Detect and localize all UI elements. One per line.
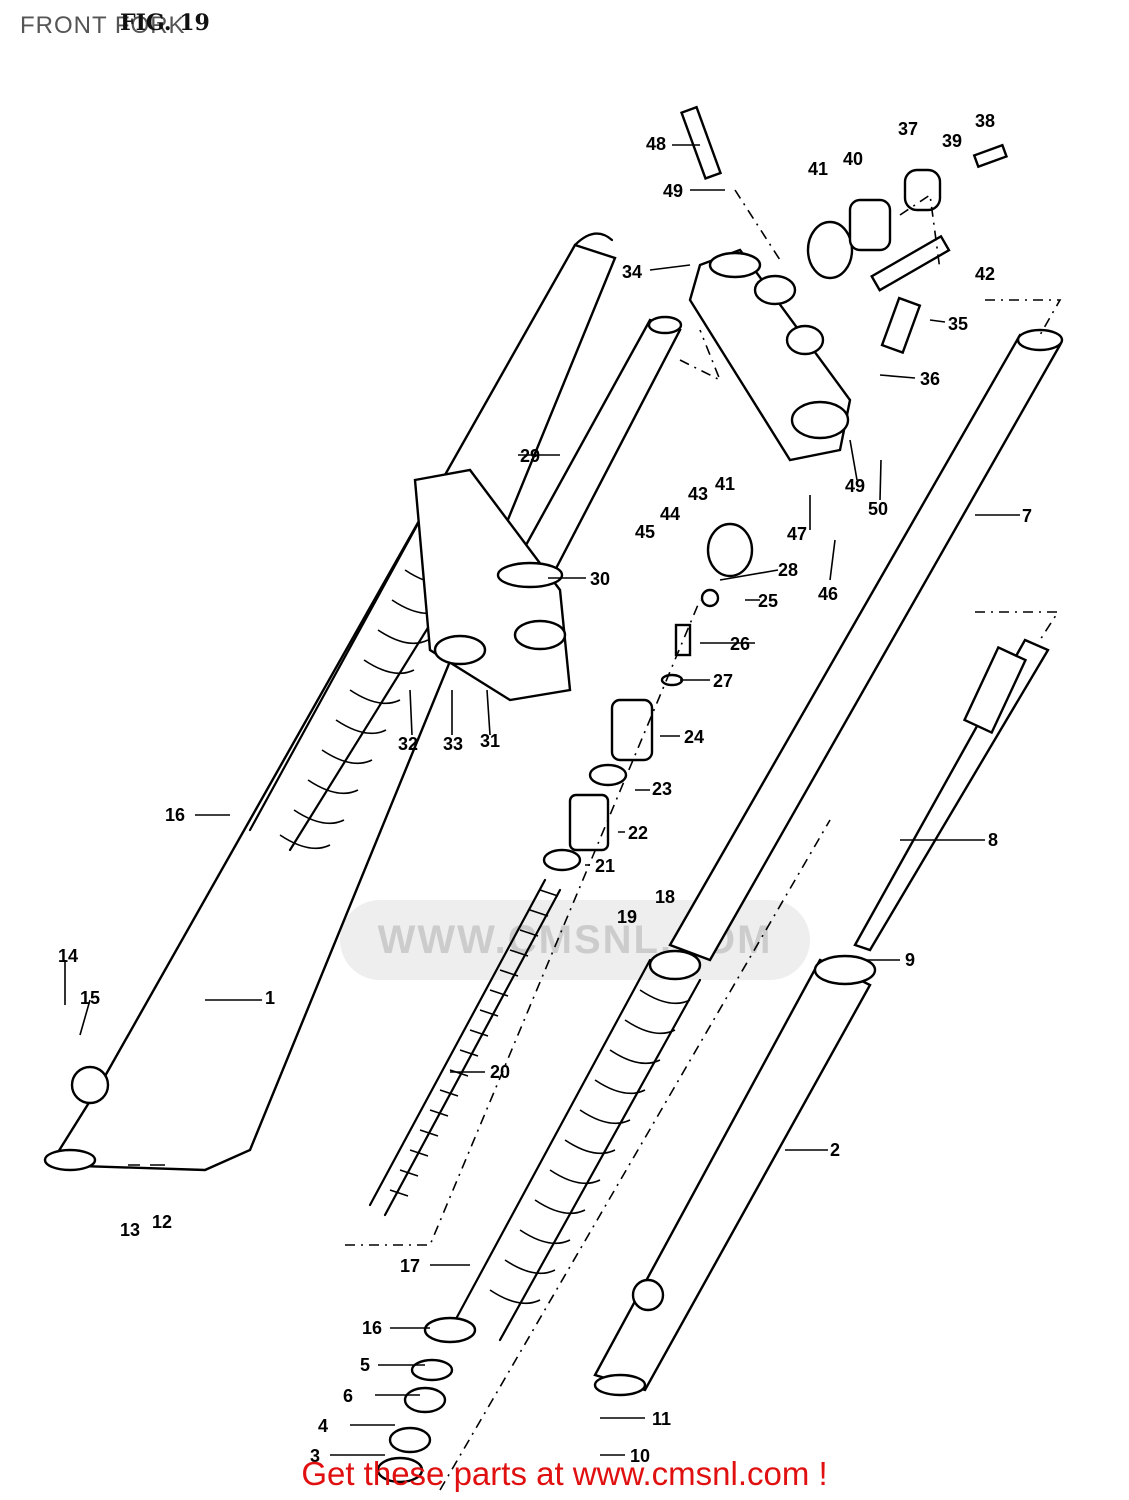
- cap-parts: [542, 522, 754, 872]
- label-34: 34: [622, 262, 642, 282]
- figure-label: FIG. 19: [120, 10, 210, 36]
- label-44: 44: [660, 504, 680, 524]
- label-40: 40: [843, 149, 863, 169]
- label-48: 48: [646, 134, 666, 154]
- label-17: 17: [400, 1256, 420, 1276]
- label-2: 2: [830, 1140, 840, 1160]
- right-fork-boot: [448, 949, 702, 1342]
- fork-spring: [368, 878, 562, 1217]
- label-43: 43: [688, 484, 708, 504]
- label-41: 41: [808, 159, 828, 179]
- label-42: 42: [975, 264, 995, 284]
- page-title: FRONT FORK: [20, 12, 186, 39]
- label-46: 46: [818, 584, 838, 604]
- damper-rod: [853, 638, 1050, 952]
- label-3: 3: [310, 1446, 320, 1466]
- label-13: 13: [120, 1220, 140, 1240]
- label-5: 5: [360, 1355, 370, 1375]
- label-4: 4: [318, 1416, 328, 1436]
- label-33: 33: [443, 734, 463, 754]
- label-18: 18: [655, 887, 675, 907]
- label-39: 39: [942, 131, 962, 151]
- label-16: 16: [165, 805, 185, 825]
- label-11: 11: [652, 1409, 671, 1429]
- label-31: 31: [480, 731, 500, 751]
- label-47: 47: [787, 524, 807, 544]
- label-37: 37: [898, 119, 918, 139]
- left-fork-tube: [43, 232, 617, 1172]
- handlebar-holders: [806, 168, 942, 280]
- leader-lines: [64, 144, 1020, 1456]
- label-10: 10: [630, 1446, 650, 1466]
- phantom-lines: [345, 189, 1062, 1491]
- label-20: 20: [490, 1062, 510, 1082]
- label-19: 19: [617, 907, 637, 927]
- label-38: 38: [975, 111, 995, 131]
- label-22: 22: [628, 823, 648, 843]
- label-36: 36: [920, 369, 940, 389]
- label-16b: 16: [362, 1318, 382, 1338]
- seal-parts: [376, 1316, 477, 1484]
- label-21: 21: [595, 856, 615, 876]
- label-6: 6: [343, 1386, 353, 1406]
- label-45: 45: [635, 522, 655, 542]
- right-fork-tube: [668, 328, 1064, 962]
- label-26: 26: [730, 634, 750, 654]
- label-7: 7: [1022, 506, 1032, 526]
- label-49b: 49: [845, 476, 865, 496]
- label-35: 35: [948, 314, 968, 334]
- label-9: 9: [905, 950, 915, 970]
- label-8: 8: [988, 830, 998, 850]
- label-1: 1: [265, 988, 275, 1008]
- inner-tube: [513, 315, 683, 582]
- label-32: 32: [398, 734, 418, 754]
- part-number-labels: 1 2 3 4 5 6 7 8 9 10 11 12 13 14 15 16 1…: [58, 111, 1032, 1466]
- label-50: 50: [868, 499, 888, 519]
- cta-link[interactable]: Get these parts at www.cmsnl.com !: [301, 1455, 828, 1492]
- label-12: 12: [152, 1212, 172, 1232]
- label-23: 23: [652, 779, 672, 799]
- label-24: 24: [684, 727, 704, 747]
- label-29: 29: [520, 446, 540, 466]
- right-lower-leg: [593, 954, 877, 1397]
- label-28: 28: [778, 560, 798, 580]
- label-49: 49: [663, 181, 683, 201]
- upper-bracket: [688, 248, 852, 462]
- label-15: 15: [80, 988, 100, 1008]
- label-30: 30: [590, 569, 610, 589]
- label-25: 25: [758, 591, 778, 611]
- bolts: [679, 105, 1009, 355]
- lower-bracket: [413, 468, 572, 702]
- label-41b: 41: [715, 474, 735, 494]
- label-14: 14: [58, 946, 78, 966]
- label-27: 27: [713, 671, 733, 691]
